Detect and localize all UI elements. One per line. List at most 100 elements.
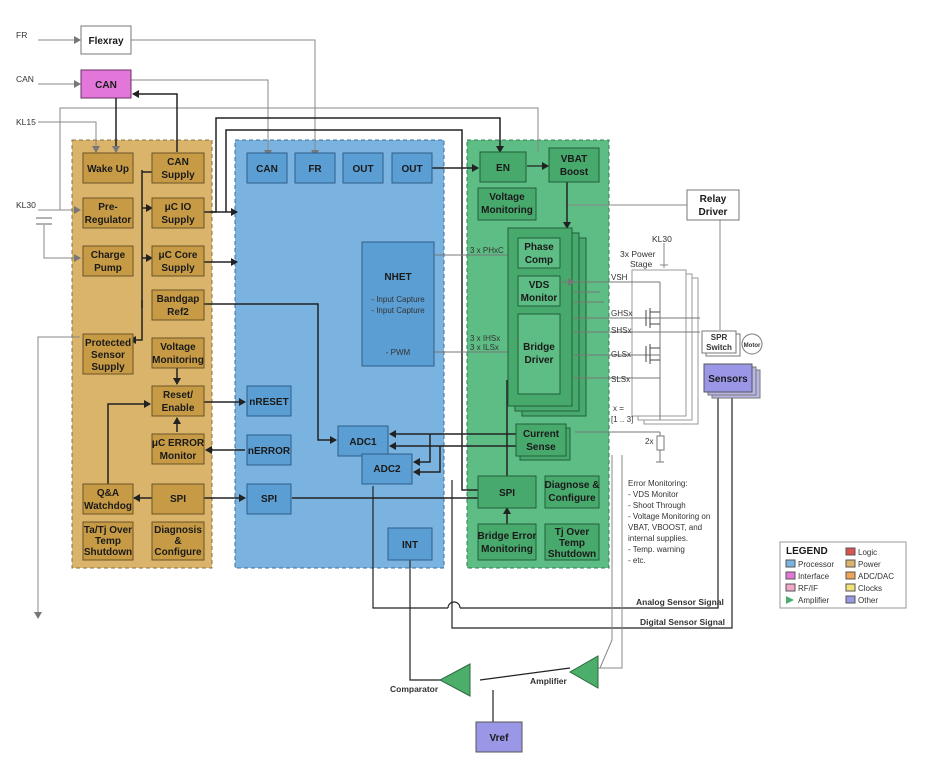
glsx-label: GLSx <box>611 350 631 359</box>
svg-text:Bandgap: Bandgap <box>157 294 200 305</box>
sensor-signal-wires <box>372 398 733 722</box>
svg-text:Diagnose &: Diagnose & <box>544 480 599 491</box>
svg-text:Supply: Supply <box>161 215 195 226</box>
legend: LEGEND Processor Logic Interface Power R… <box>779 541 907 609</box>
svg-text:Clocks: Clocks <box>858 584 882 593</box>
svg-text:Pump: Pump <box>94 263 122 274</box>
relay-driver-block: Relay Driver <box>686 189 740 221</box>
svg-text:Switch: Switch <box>706 343 732 352</box>
phxc-label: 3 x PHxC <box>470 246 504 255</box>
svg-text:internal supplies.: internal supplies. <box>628 534 688 543</box>
svg-text:CAN: CAN <box>167 157 189 168</box>
power-stage-label-1: 3x Power <box>620 249 656 259</box>
svg-text:OUT: OUT <box>401 164 422 175</box>
ihsx-label: 3 x IHSx <box>470 334 500 343</box>
svg-text:Amplifier: Amplifier <box>798 596 829 605</box>
svg-text:Current: Current <box>523 429 560 440</box>
ghsx-label: GHSx <box>611 309 632 318</box>
svg-text:Phase: Phase <box>524 242 554 253</box>
svg-text:Sense: Sense <box>526 442 556 453</box>
svg-text:- VDS Monitor: - VDS Monitor <box>628 490 679 499</box>
transistor-icon <box>645 308 660 364</box>
svg-text:Bridge Error: Bridge Error <box>478 531 537 542</box>
power-blocks: Wake Up CAN Supply Pre- Regulator μC IO … <box>82 152 205 561</box>
analog-sensor-signal-label: Analog Sensor Signal <box>636 597 724 607</box>
processor-blocks: CAN FR OUT OUT NHET - Input Capture - In… <box>246 152 435 561</box>
svg-text:Pre-: Pre- <box>98 202 117 213</box>
svg-text:Charge: Charge <box>91 250 126 261</box>
kl30-label: KL30 <box>652 234 672 244</box>
svg-text:Supply: Supply <box>161 170 195 181</box>
svg-text:μC ERROR: μC ERROR <box>152 438 205 449</box>
input-kl30: KL30 <box>16 200 36 210</box>
svg-text:Supply: Supply <box>91 362 125 373</box>
amplifier-label: Amplifier <box>530 676 568 686</box>
svg-text:Bridge: Bridge <box>523 342 555 353</box>
svg-text:- Temp. warning: - Temp. warning <box>628 545 685 554</box>
svg-text:nERROR: nERROR <box>248 446 291 457</box>
error-monitoring-notes: Error Monitoring: - VDS Monitor - Shoot … <box>628 479 710 565</box>
input-fr: FR <box>16 30 27 40</box>
svg-text:Configure: Configure <box>548 493 596 504</box>
svg-text:&: & <box>174 536 181 547</box>
svg-text:Temp: Temp <box>95 536 121 547</box>
svg-text:Monitoring: Monitoring <box>152 355 204 366</box>
flexray-block: Flexray <box>80 25 132 55</box>
svg-text:Enable: Enable <box>162 403 195 414</box>
svg-text:Protected: Protected <box>85 338 131 349</box>
svg-text:Power: Power <box>858 560 881 569</box>
svg-text:Watchdog: Watchdog <box>84 501 132 512</box>
svg-text:- etc.: - etc. <box>628 556 646 565</box>
svg-text:Other: Other <box>858 596 878 605</box>
svg-text:Voltage: Voltage <box>160 342 196 353</box>
svg-text:SPR: SPR <box>711 333 728 342</box>
svg-text:Monitoring: Monitoring <box>481 544 533 555</box>
svg-text:FR: FR <box>308 164 322 175</box>
svg-text:Ta/Tj Over: Ta/Tj Over <box>84 525 132 536</box>
svg-text:Processor: Processor <box>798 560 834 569</box>
x-range-label-2: [1 .. 3] <box>611 415 633 424</box>
two-x-label: 2x <box>645 437 653 446</box>
svg-text:SPI: SPI <box>499 488 515 499</box>
svg-text:Q&A: Q&A <box>97 488 119 499</box>
svg-text:Logic: Logic <box>858 548 877 557</box>
svg-text:Configure: Configure <box>154 547 202 558</box>
svg-text:Supply: Supply <box>161 263 195 274</box>
svg-text:Interface: Interface <box>798 572 830 581</box>
svg-text:Motor: Motor <box>744 343 761 349</box>
svg-text:Flexray: Flexray <box>88 36 123 47</box>
svg-text:Temp: Temp <box>559 538 585 549</box>
svg-text:Diagnosis: Diagnosis <box>154 525 202 536</box>
svg-text:nRESET: nRESET <box>249 397 288 408</box>
svg-text:Relay: Relay <box>700 194 727 205</box>
svg-text:VBAT, VBOOST, and: VBAT, VBOOST, and <box>628 523 702 532</box>
svg-text:RF/IF: RF/IF <box>798 584 818 593</box>
svg-text:Sensors: Sensors <box>708 374 748 385</box>
input-kl15: KL15 <box>16 117 36 127</box>
svg-text:Monitor: Monitor <box>160 451 197 462</box>
svg-text:INT: INT <box>402 540 418 551</box>
svg-text:ADC1: ADC1 <box>349 437 377 448</box>
svg-text:Reset/: Reset/ <box>163 390 193 401</box>
power-stage-label-2: Stage <box>630 259 652 269</box>
svg-text:- Input Capture: - Input Capture <box>371 295 425 304</box>
nhet-wires <box>434 251 519 356</box>
svg-text:Monitor: Monitor <box>521 293 558 304</box>
vsh-label: VSH <box>611 273 628 282</box>
svg-text:Comp: Comp <box>525 255 553 266</box>
svg-text:Shutdown: Shutdown <box>548 549 596 560</box>
svg-text:SPI: SPI <box>261 494 277 505</box>
amp-feed-wires <box>598 455 623 669</box>
svg-text:LEGEND: LEGEND <box>786 546 828 557</box>
x-range-label-1: x = <box>613 404 624 413</box>
shsx-label: SHSx <box>611 326 631 335</box>
svg-text:Driver: Driver <box>699 207 728 218</box>
svg-text:- Input Capture: - Input Capture <box>371 306 425 315</box>
digital-sensor-signal-label: Digital Sensor Signal <box>640 617 725 627</box>
kl30-switch-icon <box>36 217 52 225</box>
svg-text:- PWM: - PWM <box>386 348 411 357</box>
svg-text:Monitoring: Monitoring <box>481 205 533 216</box>
svg-text:Vref: Vref <box>490 733 510 744</box>
svg-text:- Voltage Monitoring on: - Voltage Monitoring on <box>628 512 710 521</box>
